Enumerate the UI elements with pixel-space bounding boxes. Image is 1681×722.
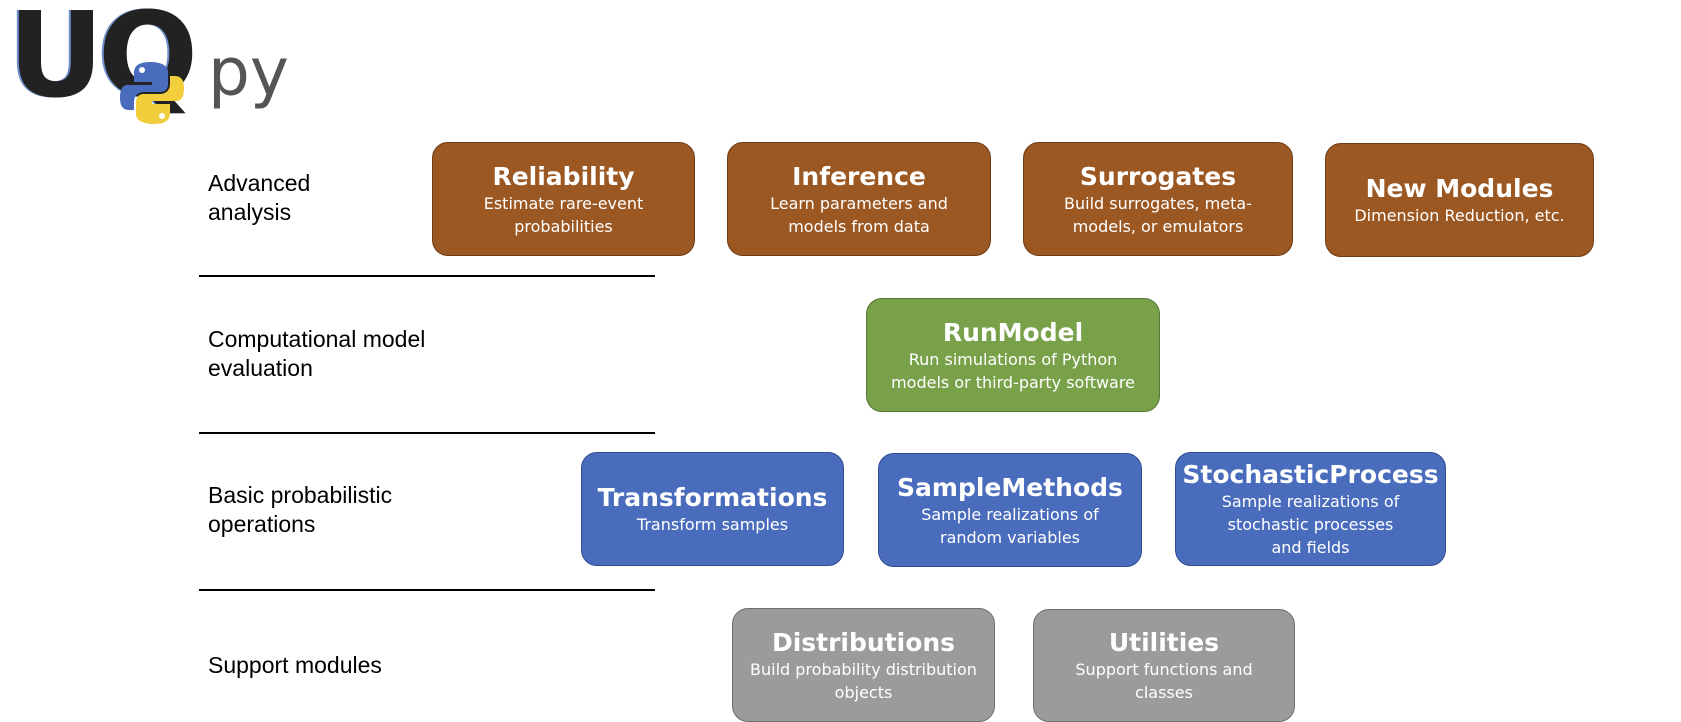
module-description: Transform samples	[636, 515, 789, 534]
row-label-support-modules: Support modules	[208, 652, 382, 678]
module-surrogates: Surrogates Build surrogates, meta-models…	[1023, 142, 1293, 256]
row-label-basic-probabilistic-operations: Basic probabilistic operations	[208, 482, 393, 537]
row-divider	[199, 275, 655, 277]
module-title: Reliability	[492, 161, 635, 191]
module-reliability: Reliability Estimate rare-event probabil…	[432, 142, 695, 256]
logo-py-text: py	[208, 34, 289, 111]
module-title: New Modules	[1365, 174, 1554, 203]
module-description: Support functions and classes	[1075, 660, 1253, 702]
module-transformations: Transformations Transform samples	[581, 452, 844, 566]
module-title: Utilities	[1108, 628, 1220, 657]
module-description: Build surrogates, meta-models, or emulat…	[1064, 193, 1252, 236]
module-title: Distributions	[771, 627, 956, 657]
module-description: Build probability distribution objects	[750, 659, 977, 702]
module-description: Dimension Reduction, etc.	[1354, 206, 1565, 225]
module-runmodel: RunModel Run simulations of Python model…	[866, 298, 1160, 412]
python-snake-icon	[120, 62, 184, 124]
module-utilities: Utilities Support functions and classes	[1033, 609, 1295, 722]
logo-uq-text: UQ	[8, 0, 198, 124]
module-title: Inference	[792, 161, 926, 191]
module-stochasticprocess: StochasticProcess Sample realizations of…	[1175, 452, 1446, 566]
module-description: Sample realizations of stochastic proces…	[1221, 492, 1400, 557]
module-description: Learn parameters and models from data	[770, 193, 948, 236]
module-title: Transformations	[597, 483, 828, 512]
row-divider	[199, 432, 655, 434]
module-title: RunModel	[942, 317, 1084, 347]
module-new-modules: New Modules Dimension Reduction, etc.	[1325, 143, 1594, 257]
module-title: StochasticProcess	[1182, 460, 1439, 489]
module-title: SampleMethods	[897, 472, 1123, 502]
row-label-advanced-analysis: Advanced analysis	[208, 170, 311, 225]
row-divider	[199, 589, 655, 591]
row-label-computational-model-evaluation: Computational model evaluation	[208, 326, 426, 381]
module-description: Sample realizations of random variables	[921, 504, 1099, 547]
module-distributions: Distributions Build probability distribu…	[732, 608, 995, 722]
module-inference: Inference Learn parameters and models fr…	[727, 142, 991, 256]
module-description: Estimate rare-event probabilities	[483, 193, 644, 236]
module-title: Surrogates	[1079, 161, 1237, 191]
module-description: Run simulations of Python models or thir…	[891, 349, 1135, 392]
uqpy-logo: UQ py	[0, 0, 300, 130]
module-samplemethods: SampleMethods Sample realizations of ran…	[878, 453, 1142, 567]
